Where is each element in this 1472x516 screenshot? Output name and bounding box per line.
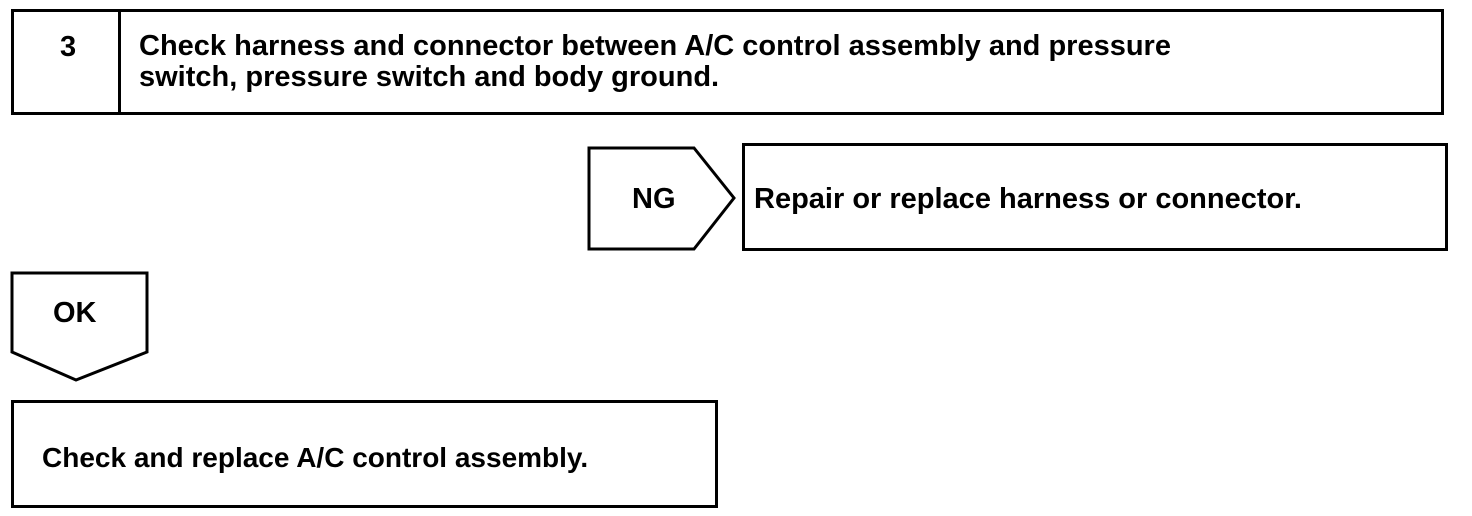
ok-result-text: Check and replace A/C control assembly. bbox=[42, 442, 589, 473]
step-number-cell: 3 bbox=[14, 12, 121, 112]
step-box: 3 Check harness and connector between A/… bbox=[11, 9, 1444, 115]
ng-label: NG bbox=[632, 183, 676, 215]
ng-result-box: Repair or replace harness or connector. bbox=[742, 143, 1448, 251]
step-number: 3 bbox=[60, 31, 77, 63]
ng-result-text: Repair or replace harness or connector. bbox=[754, 183, 1302, 215]
ok-arrow-shape bbox=[10, 271, 149, 382]
ng-arrow-shape bbox=[587, 146, 736, 251]
ok-label: OK bbox=[53, 297, 97, 329]
step-instruction: Check harness and connector between A/C … bbox=[139, 30, 1171, 93]
ok-result-box: Check and replace A/C control assembly. bbox=[11, 400, 718, 508]
